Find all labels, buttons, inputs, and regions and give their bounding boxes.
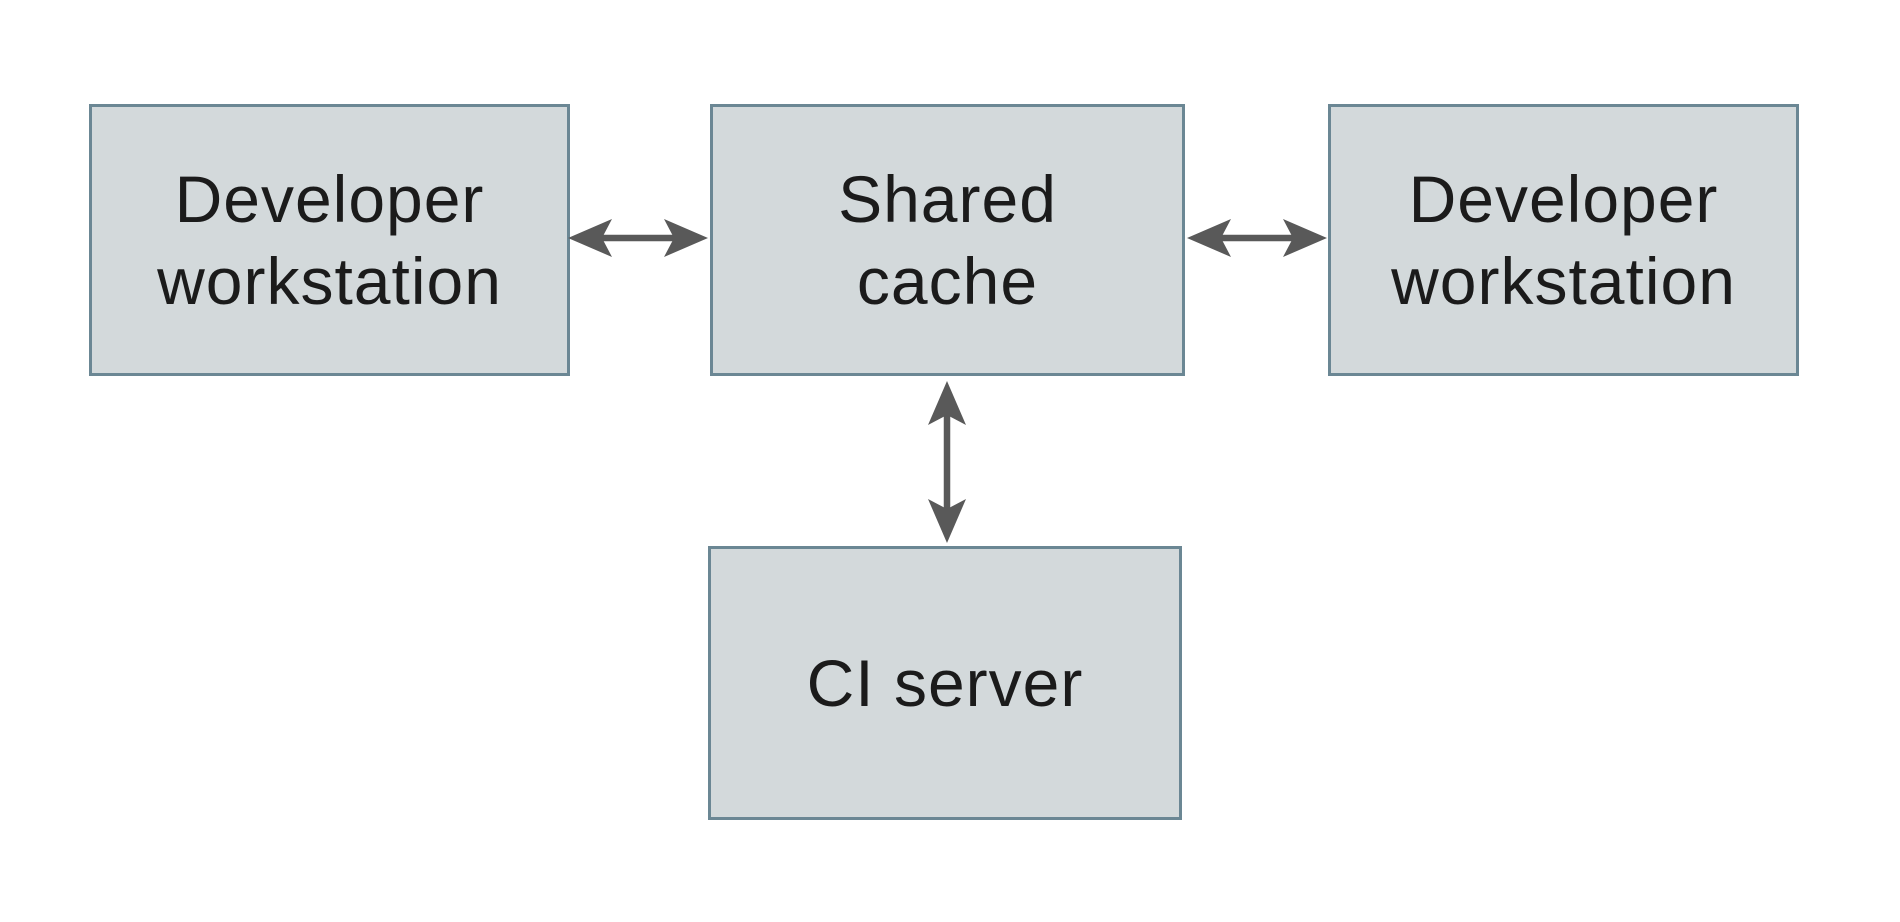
arrow-workstation-left-cache-icon <box>566 216 710 260</box>
label-line: Shared <box>838 162 1057 236</box>
label-line: workstation <box>1391 244 1736 318</box>
node-label: Developer workstation <box>1391 158 1736 322</box>
label-line: workstation <box>157 244 502 318</box>
node-label: CI server <box>807 642 1084 724</box>
node-shared-cache: Shared cache <box>710 104 1185 376</box>
arrow-cache-ci-server-icon <box>925 379 969 545</box>
node-label: Developer workstation <box>157 158 502 322</box>
node-developer-workstation-right: Developer workstation <box>1328 104 1799 376</box>
arrow-cache-workstation-right-icon <box>1185 216 1329 260</box>
node-ci-server: CI server <box>708 546 1182 820</box>
label-line: Developer <box>1408 162 1719 236</box>
label-line: Developer <box>174 162 485 236</box>
label-line: cache <box>856 244 1039 318</box>
node-developer-workstation-left: Developer workstation <box>89 104 570 376</box>
node-label: Shared cache <box>838 158 1057 322</box>
label-line: CI server <box>806 646 1084 720</box>
